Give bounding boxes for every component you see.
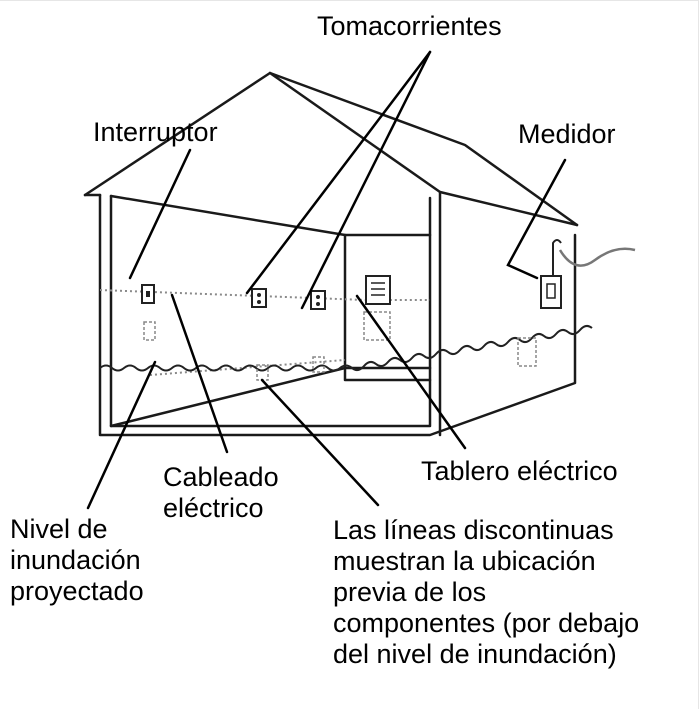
leader-medidor: [506, 158, 567, 280]
label-tablero-electrico: Tablero eléctrico: [421, 456, 618, 486]
room-inner-box: [109, 194, 432, 428]
old-switch-location: [143, 321, 156, 341]
outlet-box-2: [310, 290, 326, 310]
old-outlet-location-2: [312, 356, 325, 373]
label-tomacorrientes: Tomacorrientes: [317, 11, 502, 41]
old-panel-location: [363, 311, 391, 341]
label-nivel-inundacion: Nivel de inundación proyectado: [10, 514, 144, 606]
label-medidor: Medidor: [518, 119, 616, 149]
electrical-panel: [365, 275, 391, 305]
roof-outline: [83, 71, 579, 227]
back-wall-bottom: [343, 366, 432, 382]
meter-box: [540, 239, 562, 309]
switch-box: [141, 284, 155, 304]
leader-tomacorrientes-1: [245, 50, 432, 295]
label-interruptor: Interruptor: [93, 117, 218, 147]
old-meter-location: [517, 337, 537, 367]
leader-interruptor: [128, 148, 192, 280]
floor-line: [109, 366, 347, 428]
label-nota-lineas-discontinuas: Las líneas discontinuas muestran la ubic…: [333, 515, 640, 669]
old-outlet-location-1: [256, 364, 269, 381]
service-cable: [558, 247, 636, 267]
leader-nota: [260, 378, 380, 507]
leader-tablero: [355, 294, 467, 450]
leader-tomacorrientes-2: [300, 50, 432, 310]
flood-level-line: [99, 324, 593, 372]
leader-nivel: [86, 360, 157, 510]
outlet-box-1: [251, 288, 267, 308]
house-outer-wall: [98, 193, 577, 437]
leader-cableado: [170, 293, 229, 454]
label-cableado-electrico: Cableado eléctrico: [163, 462, 279, 523]
